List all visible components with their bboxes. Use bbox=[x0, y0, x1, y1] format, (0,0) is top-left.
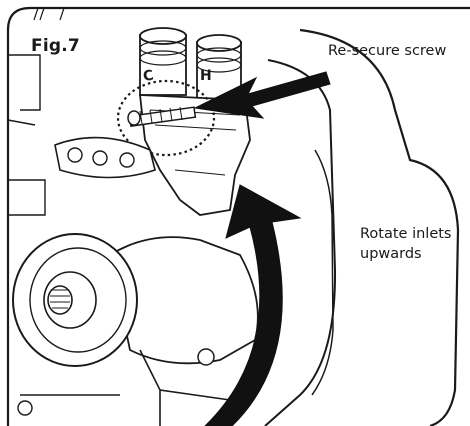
casing-inner-rim bbox=[311, 149, 334, 396]
valve-body bbox=[138, 94, 251, 216]
figure-label: Fig.7 bbox=[31, 36, 80, 56]
manifold-bracket bbox=[54, 136, 156, 179]
figure-frame bbox=[6, 6, 470, 426]
callout-rotate-line1: Rotate inlets bbox=[360, 226, 452, 242]
cold-inlet-pipe bbox=[139, 27, 187, 96]
casing-outline bbox=[264, 59, 337, 426]
frame-fixing-screw-left bbox=[17, 400, 33, 416]
cold-inlet-marking: C bbox=[142, 68, 155, 86]
left-chassis-detail bbox=[7, 54, 46, 216]
lower-frame bbox=[20, 349, 231, 426]
hot-inlet-pipe bbox=[196, 34, 242, 103]
frame-fixing-screw bbox=[197, 348, 215, 366]
casing-outer-rim bbox=[299, 28, 460, 426]
callout-rotate-inlets: Rotate inlets upwards bbox=[360, 224, 470, 264]
pump-assembly bbox=[12, 233, 259, 367]
rotation-arrow bbox=[204, 184, 302, 426]
frame-corner-marks bbox=[33, 7, 65, 21]
re-secure-arrow bbox=[193, 71, 331, 119]
screw bbox=[127, 106, 197, 127]
callout-re-secure-screw: Re-secure screw bbox=[328, 43, 447, 59]
callout-rotate-line2: upwards bbox=[360, 246, 422, 262]
hot-inlet-marking: H bbox=[200, 68, 212, 84]
screw-highlight-circle bbox=[116, 79, 216, 157]
